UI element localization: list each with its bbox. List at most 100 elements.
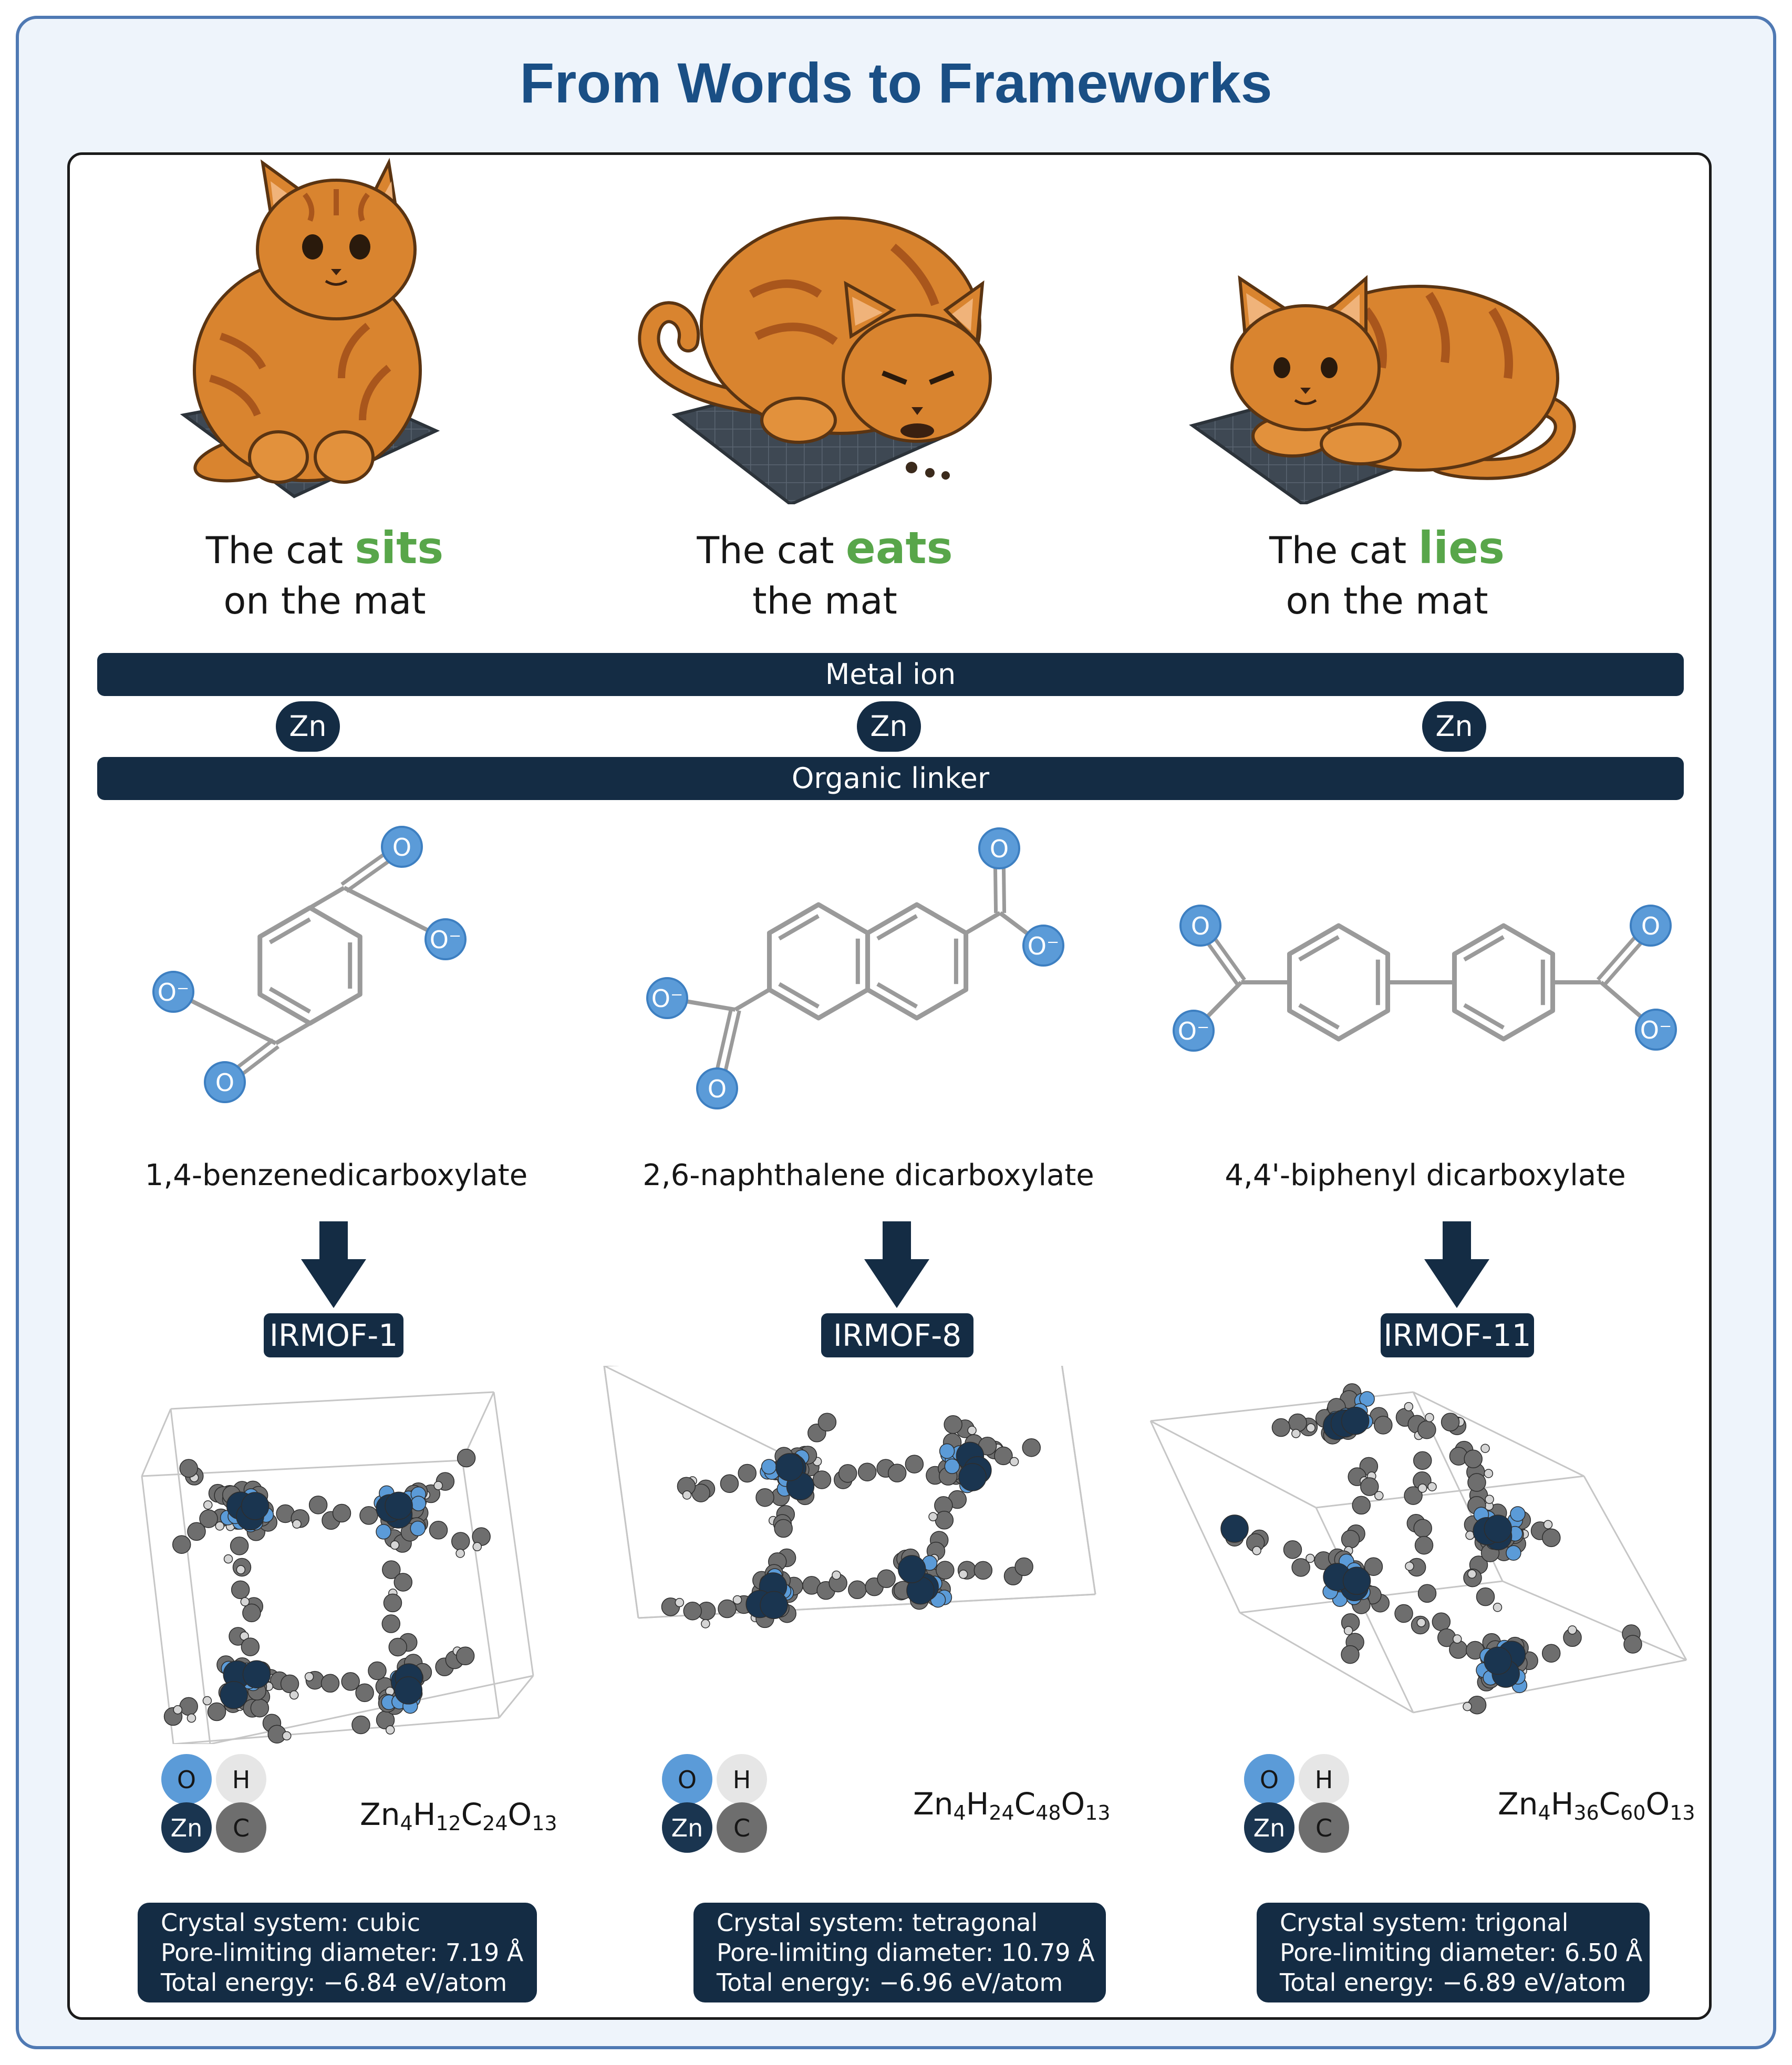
naphthalene-dicarboxylate-structure: OO⁻OO⁻ [646,827,1064,1109]
atom-c [857,1462,877,1481]
formula-element: C [1599,1786,1621,1822]
atom-h [832,1570,841,1580]
atom-o [410,1496,427,1511]
legend-zn-label: Zn [171,1814,203,1842]
metal-ion-band: Metal ion [97,653,1684,696]
benzenedicarboxylate-structure: OO⁻OO⁻ [152,826,467,1103]
atom-h [1480,1444,1490,1453]
formula-count: 4 [953,1801,966,1824]
formula-element: Zn [913,1786,954,1822]
legend-c-swatch [216,1802,266,1853]
formula-element: O [507,1797,532,1832]
irmof-8-structure [603,1366,1096,1628]
atom-h [472,1542,482,1552]
formula-count: 12 [436,1812,461,1835]
zn-ion-badge-1: Zn [276,701,340,752]
legend-o-label: O [177,1766,196,1794]
atom-h [1463,1701,1472,1711]
atom-c [720,1474,739,1493]
atom-c [1374,1416,1393,1435]
legend-c-swatch [717,1802,767,1853]
atom-h [1404,1402,1414,1412]
atom-c [848,1580,867,1600]
verb-eats: eats [845,522,953,574]
formula-irmof-8: Zn4H24C48O13 [913,1786,1111,1824]
oxygen-anion-atom [1635,1009,1677,1051]
atom-h [215,1521,225,1531]
page-title: From Words to Frameworks [520,51,1272,115]
framework-label-1: IRMOF-1 [264,1313,403,1357]
atom-c [250,1698,270,1718]
atom-c [355,1683,374,1703]
formula-count: 24 [482,1812,508,1835]
atom-c [1341,1645,1360,1664]
total-energy: Total energy: −6.89 eV/atom [1280,1968,1627,1997]
legend-c-swatch [1299,1802,1349,1853]
cat-eating-icon [638,216,992,504]
oxygen-label: O⁻ [651,984,683,1013]
atom-h [173,1705,183,1715]
atom-zn [958,1463,987,1491]
oxygen-label: O [392,833,411,862]
atom-o [1359,1391,1375,1407]
atom-h [1484,1469,1494,1478]
atom-c [451,1532,470,1551]
sentence-eats: The cat eats the mat [697,522,953,622]
atom-h [1306,1423,1315,1433]
atom-c [1360,1477,1379,1496]
atom-c [817,1413,837,1432]
pore-diameter: Pore-limiting diameter: 6.50 Å [1280,1938,1643,1967]
down-arrow-icon-3 [1424,1221,1489,1308]
atom-c [944,1415,962,1434]
formula-count: 4 [400,1812,413,1835]
legend-h-swatch [717,1754,767,1804]
crystal-system: Crystal system: tetragonal [717,1908,1038,1937]
verb-lies: lies [1418,522,1505,574]
atom-c [973,1561,993,1580]
atom-c [230,1537,249,1555]
atom-c [718,1599,737,1618]
oxygen-atom [381,826,423,868]
oxygen-label: O⁻ [1178,1017,1210,1045]
atom-h [1485,1495,1494,1504]
legend-h-label: H [1315,1766,1333,1794]
atom-c [383,1593,402,1613]
atom-c [1542,1528,1561,1548]
formula-count: 13 [1085,1801,1111,1824]
legend-zn-label: Zn [671,1814,703,1842]
atom-c [755,1488,774,1507]
oxygen-atom [696,1067,738,1109]
legend-c-label: C [1315,1814,1332,1842]
atom-h [203,1500,213,1510]
framework-label-3: IRMOF-11 [1381,1313,1534,1357]
formula-count: 24 [989,1801,1014,1824]
sentence-sits: The cat sits on the mat [205,522,444,622]
atom-c [187,1522,206,1541]
legend-h-swatch [1299,1754,1349,1804]
oxygen-atom [1179,905,1221,947]
atom-h [1291,1429,1301,1438]
oxygen-anion-atom [152,971,194,1013]
atom-c [1432,1612,1451,1632]
atom-c [936,1561,955,1580]
oxygen-label: O [708,1075,727,1103]
atom-c [1291,1558,1310,1577]
formula-count: 48 [1035,1801,1061,1824]
atom-zn [1484,1514,1513,1543]
atom-c [381,1614,401,1633]
atom-zn [394,1676,423,1705]
oxygen-atom [1630,905,1672,947]
irmof-1-structure [141,1391,534,1744]
formula-element: C [461,1797,483,1832]
atom-h [202,1696,212,1706]
atom-c [1288,1413,1307,1433]
atom-c [199,1509,218,1528]
atom-h [958,1570,968,1579]
atom-h [732,1595,742,1605]
legend-h-label: H [232,1766,251,1794]
oxygen-atom [204,1061,246,1103]
formula-count: 4 [1538,1801,1551,1824]
atom-h [223,1554,233,1564]
formula-element: H [1550,1786,1574,1822]
